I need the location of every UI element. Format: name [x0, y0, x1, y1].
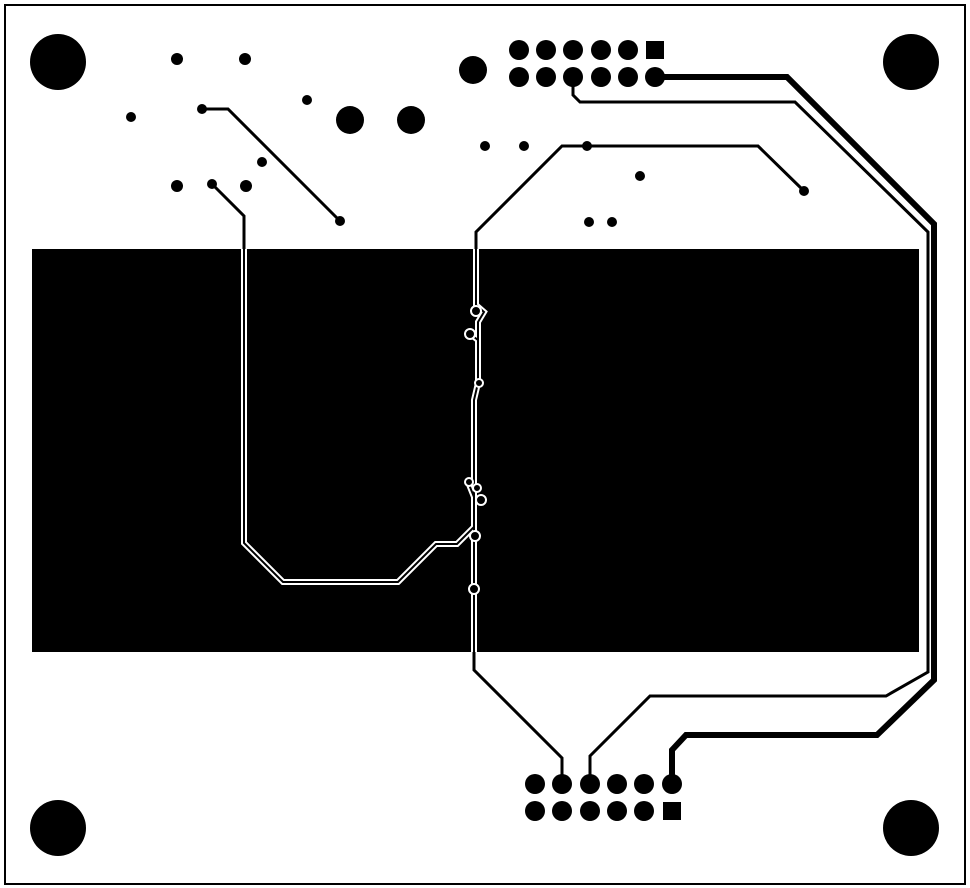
trace	[473, 340, 479, 652]
header-pin	[525, 774, 545, 794]
mounting-hole	[883, 800, 939, 856]
via	[472, 483, 482, 493]
header-pin	[591, 67, 611, 87]
pad	[336, 106, 364, 134]
via	[607, 217, 617, 227]
via	[635, 171, 645, 181]
mounting-hole	[883, 34, 939, 90]
trace	[472, 651, 564, 784]
header-pin-1	[646, 41, 664, 59]
header-pin	[509, 67, 529, 87]
header-pin	[645, 67, 665, 87]
header-pin	[591, 40, 611, 60]
via	[470, 305, 482, 317]
header-pin	[563, 67, 583, 87]
header-pin-1	[663, 802, 681, 820]
via	[257, 157, 267, 167]
via	[474, 378, 484, 388]
large-pads	[336, 56, 487, 134]
trace	[202, 107, 342, 223]
via	[468, 583, 480, 595]
via	[240, 180, 252, 192]
vias	[126, 53, 809, 227]
mounting-hole	[30, 800, 86, 856]
header-pin	[552, 801, 572, 821]
header-pin	[580, 774, 600, 794]
trace	[474, 144, 806, 250]
mounting-holes	[30, 34, 939, 856]
header-pin	[563, 40, 583, 60]
via	[519, 141, 529, 151]
via	[480, 141, 490, 151]
mounting-hole	[30, 34, 86, 90]
via	[464, 328, 476, 340]
trace	[210, 182, 246, 250]
traces-in-pour	[241, 249, 488, 652]
via	[584, 217, 594, 227]
header-pin	[509, 40, 529, 60]
header-pin	[607, 801, 627, 821]
header-pin	[536, 67, 556, 87]
pad	[397, 106, 425, 134]
via	[171, 53, 183, 65]
header-pin	[634, 801, 654, 821]
via	[171, 180, 183, 192]
header-pin	[536, 40, 556, 60]
header-pin	[607, 774, 627, 794]
via	[239, 53, 251, 65]
header-pin	[618, 40, 638, 60]
header-pin	[662, 774, 682, 794]
via	[126, 112, 136, 122]
header-pin	[634, 774, 654, 794]
headers	[509, 40, 682, 821]
header-pin	[618, 67, 638, 87]
via	[302, 95, 312, 105]
via	[464, 477, 474, 487]
header-pin	[580, 801, 600, 821]
trace-power	[655, 74, 937, 784]
header-pin	[525, 801, 545, 821]
trace	[469, 249, 486, 342]
via	[475, 494, 487, 506]
header-pin	[552, 774, 572, 794]
traces-top	[202, 74, 937, 784]
via	[469, 530, 481, 542]
pad	[459, 56, 487, 84]
trace	[571, 77, 930, 784]
